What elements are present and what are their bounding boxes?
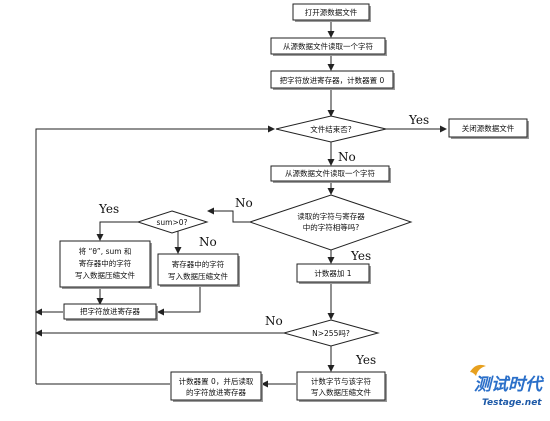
watermark-domain: Testage.net — [482, 398, 542, 408]
char-equal-q-line-2: 中的字符相等吗? — [303, 222, 359, 232]
node-read-char-1: 从源数据文件读取一个字符 — [270, 37, 387, 56]
edge-labels: Yes No No Yes Yes No No Yes — [98, 113, 429, 367]
put-char-label: 把字符放进寄存器 — [80, 306, 140, 316]
sum-yes-label: Yes — [98, 202, 119, 216]
node-write-reg: 寄存器中的字符 写入数据压缩文件 — [157, 253, 240, 287]
watermark-brand: 测试时代 — [474, 375, 545, 395]
n-yes-label: Yes — [355, 353, 376, 367]
file-end-no-label: No — [338, 150, 356, 164]
equal-no-label: No — [235, 196, 253, 210]
edge-reg-to-put — [157, 286, 201, 316]
file-end-yes-label: Yes — [408, 113, 429, 127]
reset-store-line-1: 计数器置 0，并后读取 — [179, 376, 254, 386]
store-reg-reset-label: 把字符放进寄存器，计数器置 0 — [280, 75, 385, 85]
write-combo-line-3: 写入数据压缩文件 — [75, 270, 135, 280]
reset-store-line-2: 的字符放进寄存器 — [186, 387, 246, 397]
char-equal-q-line-1: 读取的字符与寄存器 — [297, 211, 365, 221]
n-no-label: No — [265, 314, 283, 328]
file-end-q-label: 文件结束否? — [310, 124, 351, 134]
node-char-equal-q: 读取的字符与寄存器 中的字符相等吗? — [248, 194, 413, 251]
write-reg-line-2: 写入数据压缩文件 — [168, 271, 228, 281]
edge-equal-no — [207, 207, 250, 223]
sum-no-label: No — [199, 235, 217, 249]
edge-sum-yes — [96, 221, 138, 241]
node-put-char: 把字符放进寄存器 — [63, 303, 158, 321]
write-combo-line-1: 将 “θ”, sum 和 — [79, 246, 132, 256]
node-read-char-2: 从源数据文件读取一个字符 — [270, 165, 391, 183]
node-close-file: 关闭源数据文件 — [448, 118, 529, 139]
read-char-1-label: 从源数据文件读取一个字符 — [283, 41, 373, 51]
node-write-combo: 将 “θ”, sum 和 寄存器中的字符 写入数据压缩文件 — [59, 240, 152, 289]
watermark-swoosh-icon — [470, 364, 486, 376]
watermark: 测试时代 Testage.net — [470, 364, 545, 408]
edge-loop-back — [35, 125, 275, 384]
close-file-label: 关闭源数据文件 — [462, 123, 515, 133]
node-store-reg-reset: 把字符放进寄存器，计数器置 0 — [270, 70, 395, 90]
node-n-gt-q: N>255吗? — [282, 319, 380, 347]
open-file-label: 打开源数据文件 — [305, 7, 358, 17]
counter-inc-label: 计数器加 1 — [314, 268, 351, 278]
node-file-end-q: 文件结束否? — [275, 115, 387, 143]
write-reg-line-1: 寄存器中的字符 — [172, 259, 225, 269]
node-write-count: 计数字节与该字符 写入数据压缩文件 — [296, 371, 387, 402]
node-open-file: 打开源数据文件 — [292, 3, 371, 22]
write-count-line-2: 写入数据压缩文件 — [311, 387, 371, 397]
write-count-line-1: 计数字节与该字符 — [311, 376, 371, 386]
read-char-2-label: 从源数据文件读取一个字符 — [285, 168, 375, 178]
node-sum-q: sum>0? — [136, 210, 209, 234]
equal-yes-label: Yes — [350, 249, 371, 263]
write-combo-line-2: 寄存器中的字符 — [79, 258, 132, 268]
node-counter-inc: 计数器加 1 — [296, 263, 371, 284]
connectors — [35, 21, 447, 388]
n-gt-q-label: N>255吗? — [312, 329, 350, 338]
sum-q-label: sum>0? — [156, 218, 187, 227]
node-reset-store: 计数器置 0，并后读取 的字符放进寄存器 — [170, 371, 263, 402]
